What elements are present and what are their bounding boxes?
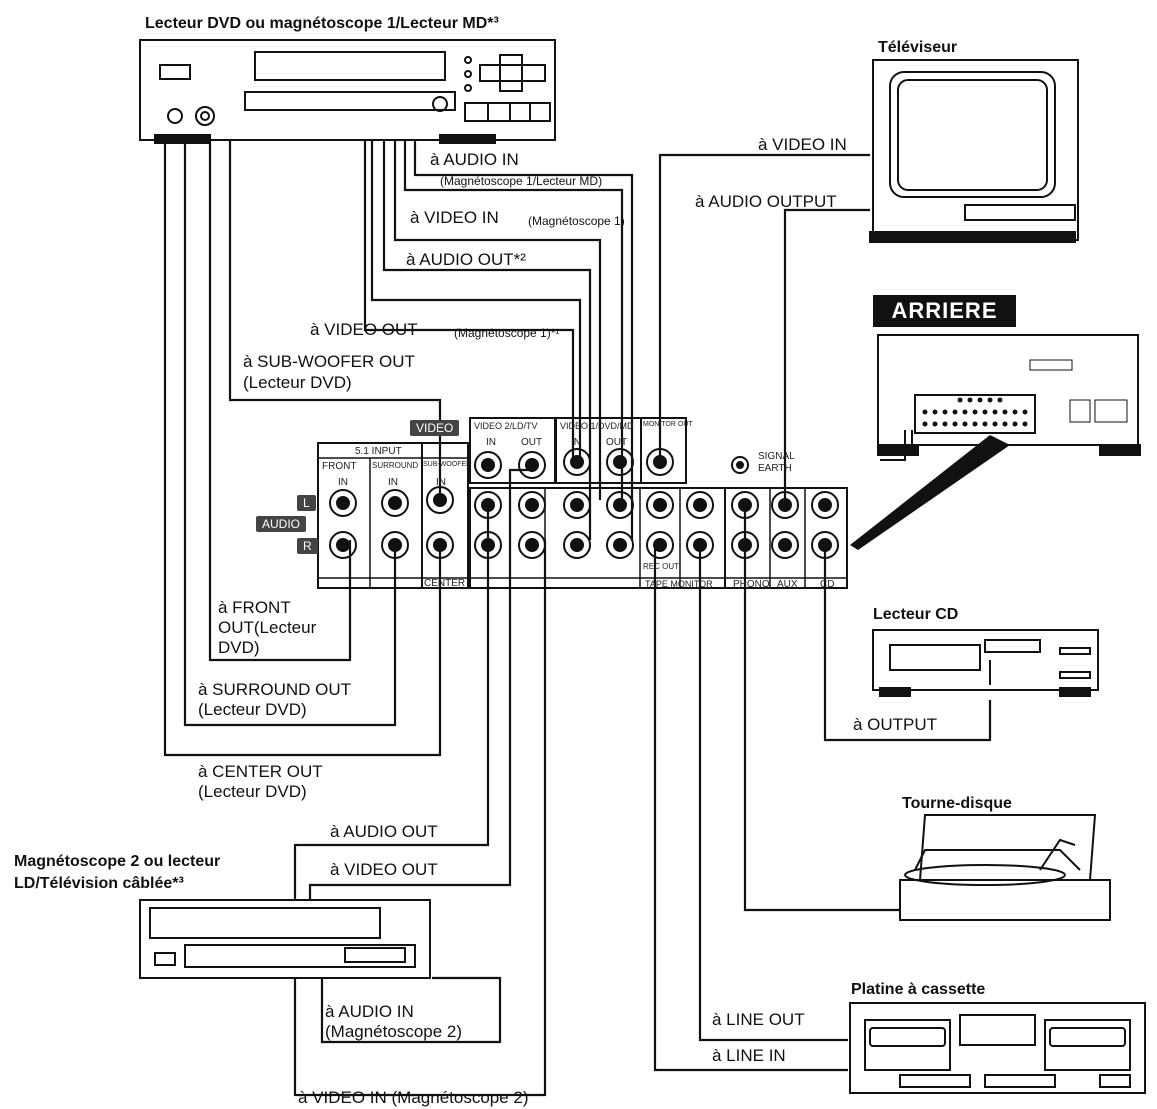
label-video-out: à VIDEO OUT bbox=[330, 860, 438, 879]
device-label-vcr2-line2: LD/Télévision câblée*³ bbox=[14, 875, 184, 892]
label-cd-output: à OUTPUT bbox=[853, 715, 938, 734]
panel-tag-video: VIDEO bbox=[410, 420, 460, 436]
rca-jacks bbox=[329, 448, 839, 559]
panel-label-video1: VIDEO 1/DVD/MD bbox=[560, 421, 634, 431]
panel-label-earth: EARTH bbox=[758, 463, 792, 474]
vcr2-illustration bbox=[139, 899, 431, 979]
label-video-in-2: à VIDEO IN (Magnétoscope 2) bbox=[298, 1088, 529, 1107]
rear-view-illustration bbox=[850, 334, 1141, 550]
dvd-player-illustration bbox=[139, 39, 556, 144]
cassette-deck-illustration bbox=[849, 1002, 1146, 1094]
panel-tag-audio: AUDIO bbox=[256, 516, 307, 532]
rca-jack-center bbox=[613, 498, 627, 512]
label-line-in: à LINE IN bbox=[712, 1046, 786, 1065]
panel-label-subwoofer-in: IN bbox=[436, 477, 446, 488]
rca-jack-center bbox=[613, 538, 627, 552]
panel-label-aux: AUX bbox=[777, 579, 798, 590]
label-front-out-2: OUT(Lecteur bbox=[218, 618, 317, 637]
label-surround-out: à SURROUND OUT bbox=[198, 680, 352, 699]
rca-jack-center bbox=[336, 538, 350, 552]
rca-jack-center bbox=[525, 498, 539, 512]
device-label-dvd: Lecteur DVD ou magnétoscope 1/Lecteur MD… bbox=[145, 15, 499, 32]
device-label-tv: Téléviseur bbox=[878, 39, 958, 56]
turntable-illustration bbox=[899, 814, 1111, 921]
television-illustration bbox=[869, 59, 1079, 243]
panel-label-center: CENTER bbox=[424, 578, 466, 589]
rca-jack-center bbox=[570, 498, 584, 512]
panel-label-surround: SURROUND bbox=[372, 461, 419, 470]
rca-jack-center bbox=[525, 538, 539, 552]
cables bbox=[163, 140, 992, 1097]
panel-tag-l: L bbox=[297, 495, 316, 511]
panel-label-tape-monitor: TAPE MONITOR bbox=[645, 579, 713, 589]
label-front-out-3: DVD) bbox=[218, 638, 260, 657]
device-label-cassette: Platine à cassette bbox=[851, 981, 986, 998]
panel-label-monitor: MONITOR OUT bbox=[643, 421, 693, 428]
device-label-vcr2-line1: Magnétoscope 2 ou lecteur bbox=[14, 853, 221, 870]
panel-label-front-in: IN bbox=[338, 477, 348, 488]
label-front-out-1: à FRONT bbox=[218, 598, 291, 617]
label-audio-out-2: à AUDIO OUT*² bbox=[406, 250, 526, 269]
rca-jack-center bbox=[778, 498, 792, 512]
label-tv-audio-output: à AUDIO OUTPUT bbox=[695, 192, 837, 211]
panel-label-video2-in: IN bbox=[486, 437, 496, 448]
panel-label-video2: VIDEO 2/LD/TV bbox=[474, 421, 538, 431]
label-audio-out: à AUDIO OUT bbox=[330, 822, 438, 841]
panel-label-signal: SIGNAL bbox=[758, 451, 795, 462]
label-video-out-1: à VIDEO OUT bbox=[310, 320, 418, 339]
label-surround-note: (Lecteur DVD) bbox=[198, 700, 307, 719]
panel-tag-r: R bbox=[297, 538, 318, 554]
label-center-note: (Lecteur DVD) bbox=[198, 782, 307, 801]
rca-jack-center bbox=[818, 498, 832, 512]
rca-jack-center bbox=[653, 498, 667, 512]
rca-jack-center bbox=[388, 496, 402, 510]
label-center-out: à CENTER OUT bbox=[198, 762, 323, 781]
panel-label-cd: CD bbox=[820, 579, 835, 590]
label-video-in-1: à VIDEO IN bbox=[410, 208, 499, 227]
rca-jack-center bbox=[570, 538, 584, 552]
panel-label-51-input: 5.1 INPUT bbox=[355, 446, 402, 457]
rear-view-title: ARRIERE bbox=[873, 295, 1016, 327]
label-audio-in-1-note: (Magnétoscope 1/Lecteur MD) bbox=[440, 174, 603, 188]
rca-jack-center bbox=[736, 461, 744, 469]
label-audio-in-2: à AUDIO IN bbox=[325, 1002, 414, 1021]
device-label-cd: Lecteur CD bbox=[873, 606, 959, 623]
rca-jack-center bbox=[336, 496, 350, 510]
label-audio-in-2-note: (Magnétoscope 2) bbox=[325, 1022, 463, 1041]
label-sub-woofer-note: (Lecteur DVD) bbox=[243, 373, 352, 392]
rca-jack-center bbox=[613, 455, 627, 469]
panel-label-surround-in: IN bbox=[388, 477, 398, 488]
panel-label-video1-out: OUT bbox=[606, 437, 628, 448]
label-tv-video-in: à VIDEO IN bbox=[758, 135, 847, 154]
cd-player-illustration bbox=[872, 629, 1099, 697]
label-audio-in-1: à AUDIO IN bbox=[430, 150, 519, 169]
rca-jack-center bbox=[778, 538, 792, 552]
label-video-out-1-note: (Magnétoscope 1)*¹ bbox=[454, 326, 560, 340]
label-sub-woofer: à SUB-WOOFER OUT bbox=[243, 352, 415, 371]
panel-label-video1-in: IN bbox=[571, 437, 581, 448]
panel-label-front: FRONT bbox=[322, 461, 357, 472]
rca-jack-center bbox=[693, 498, 707, 512]
device-label-turntable: Tourne-disque bbox=[902, 795, 1012, 812]
rca-jack-center bbox=[481, 458, 495, 472]
panel-label-video2-out: OUT bbox=[521, 437, 543, 448]
panel-label-rec-out: REC OUT bbox=[643, 562, 679, 571]
panel-label-subwoofer: SUB-WOOFER bbox=[423, 461, 472, 468]
label-line-out: à LINE OUT bbox=[712, 1010, 805, 1029]
label-video-in-1-note: (Magnétoscope 1) bbox=[528, 214, 625, 228]
panel-label-phono: PHONO bbox=[733, 579, 770, 590]
